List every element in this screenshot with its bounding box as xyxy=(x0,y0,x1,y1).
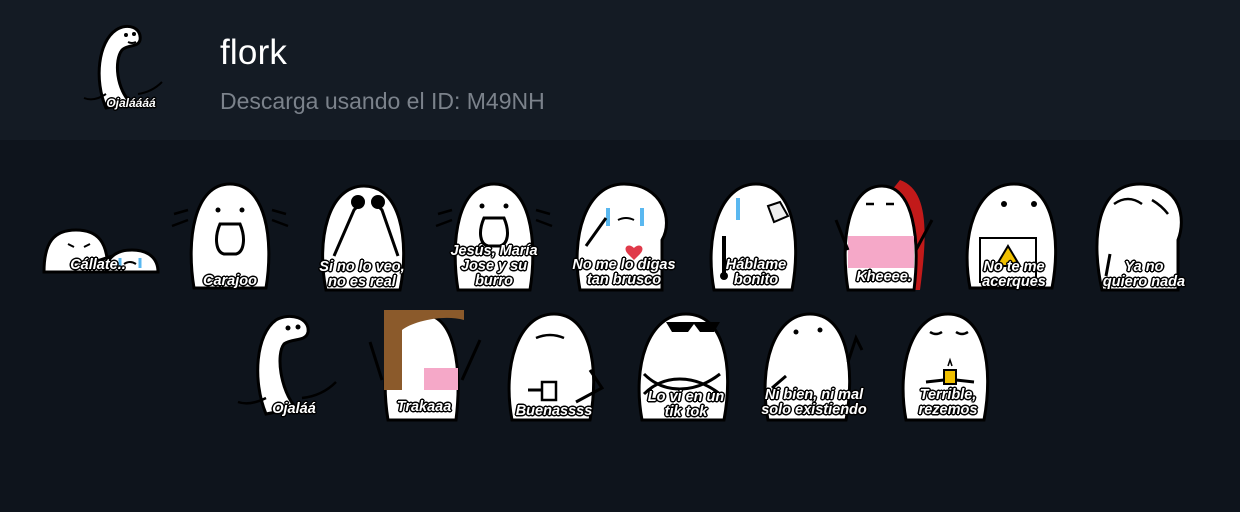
sticker-caption: Buenassss xyxy=(515,403,593,419)
sticker-callate[interactable]: Cállate.. xyxy=(36,180,160,298)
sticker-caption: Jesús, María Jose y su burro xyxy=(450,243,538,289)
sticker-ya-no-quiero-nada[interactable]: Ya no quiero nada xyxy=(1082,180,1206,298)
sticker-carajoo[interactable]: Carajoo xyxy=(168,180,292,298)
sticker-caption: Kheeee. xyxy=(856,269,912,285)
sticker-ojalaa[interactable]: Ojaláá xyxy=(232,310,356,428)
sticker-si-no-lo-veo[interactable]: Si no lo veo, no es real xyxy=(300,180,424,298)
sticker-caption: Ni bien, ni mal solo existiendo xyxy=(761,387,867,418)
sticker-caption: Carajoo xyxy=(203,273,257,289)
sticker-kheeee[interactable]: Kheeee. xyxy=(822,180,946,298)
pack-thumbnail: Ojaláááá xyxy=(76,20,186,120)
sticker-caption: Si no lo veo, no es real xyxy=(319,259,405,290)
sticker-hablame-bonito[interactable]: Háblame bonito xyxy=(694,180,818,298)
sticker-grid: Cállate.. Carajoo Si no lo veo, no es re… xyxy=(0,140,1240,512)
sticker-jesus-maria[interactable]: Jesús, María Jose y su burro xyxy=(432,180,556,298)
pack-thumbnail-caption: Ojaláááá xyxy=(106,96,156,110)
sticker-caption: No me lo digas tan brusco xyxy=(572,257,676,288)
sticker-lo-vi-en-un-tik-tok[interactable]: Lo vi en un tik tok xyxy=(624,310,748,428)
sticker-ni-bien-ni-mal[interactable]: Ni bien, ni mal solo existiendo xyxy=(752,310,876,428)
sticker-no-te-me-acerques[interactable]: No te me acerques xyxy=(952,180,1076,298)
sticker-caption: Ojaláá xyxy=(272,401,316,417)
sticker-caption: Ya no quiero nada xyxy=(1102,259,1186,290)
sticker-caption: Cállate.. xyxy=(70,257,126,273)
sticker-caption: Terrible, rezemos xyxy=(918,387,978,418)
sticker-caption: Trakaaa xyxy=(396,399,452,415)
pack-header: Ojaláááá flork Descarga usando el ID: M4… xyxy=(0,0,1240,140)
sticker-no-me-lo-digas[interactable]: No me lo digas tan brusco xyxy=(562,180,686,298)
sticker-terrible-rezemos[interactable]: Terrible, rezemos xyxy=(886,310,1010,428)
sticker-buenassss[interactable]: Buenassss xyxy=(492,310,616,428)
pack-title: flork xyxy=(220,33,288,72)
sticker-trakaaa[interactable]: Trakaaa xyxy=(362,310,486,428)
sticker-caption: Lo vi en un tik tok xyxy=(647,389,725,420)
sticker-caption: No te me acerques xyxy=(982,259,1046,290)
pack-download-id: Descarga usando el ID: M49NH xyxy=(220,88,545,114)
sticker-caption: Háblame bonito xyxy=(725,257,787,288)
